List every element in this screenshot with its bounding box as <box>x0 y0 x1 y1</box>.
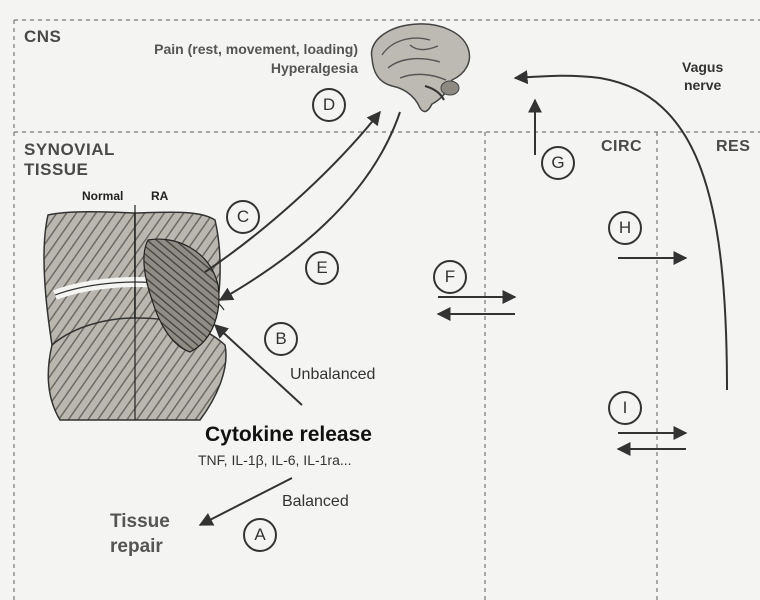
vagus-line2: nerve <box>682 76 723 94</box>
vagus-line1: Vagus <box>682 58 723 76</box>
marker-i: I <box>608 391 642 425</box>
tissue-repair-label: Tissue repair <box>110 509 170 559</box>
marker-a: A <box>243 518 277 552</box>
joint-normal-label: Normal <box>82 189 123 203</box>
tissue-repair-line2: repair <box>110 534 170 559</box>
unbalanced-label: Unbalanced <box>290 366 375 384</box>
joint-illustration <box>44 205 226 420</box>
vagus-nerve-label: Vagus nerve <box>682 58 723 94</box>
marker-b: B <box>264 322 298 356</box>
region-label-synovial-line1: SYNOVIAL <box>24 140 115 160</box>
region-label-res: RES <box>716 138 750 156</box>
brain-illustration <box>372 24 470 112</box>
tissue-repair-line1: Tissue <box>110 509 170 534</box>
arrow-a-to-repair <box>200 478 292 525</box>
marker-f: F <box>433 260 467 294</box>
marker-d: D <box>312 88 346 122</box>
cytokine-release-title: Cytokine release <box>205 423 372 447</box>
region-label-synovial-line2: TISSUE <box>24 160 88 180</box>
region-label-cns: CNS <box>24 27 61 47</box>
balanced-label: Balanced <box>282 493 349 511</box>
cytokine-list: TNF, IL-1β, IL-6, IL-1ra... <box>198 452 352 468</box>
marker-h: H <box>608 211 642 245</box>
pain-text: Pain (rest, movement, loading) <box>154 40 358 59</box>
marker-g: G <box>541 146 575 180</box>
marker-c: C <box>226 200 260 234</box>
region-label-circ: CIRC <box>601 138 642 156</box>
cns-pain-label: Pain (rest, movement, loading) Hyperalge… <box>154 40 358 78</box>
joint-ra-label: RA <box>151 189 168 203</box>
marker-e: E <box>305 251 339 285</box>
hyperalgesia-text: Hyperalgesia <box>154 59 358 78</box>
